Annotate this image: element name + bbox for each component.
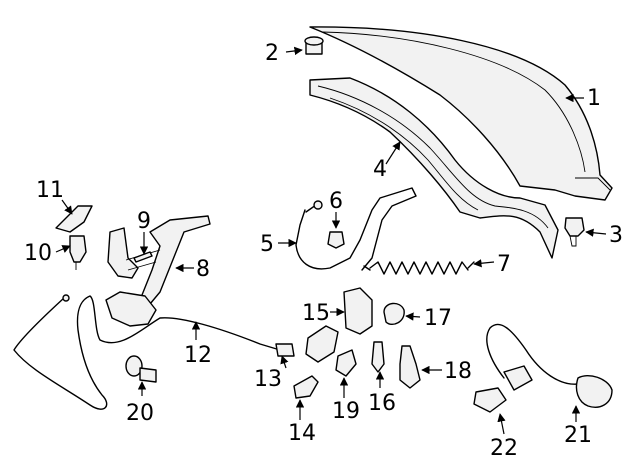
trunk-lid-panel	[309, 26, 613, 201]
lid-inner-frame	[309, 77, 559, 259]
leader-lines	[55, 46, 607, 435]
callout-18: 18	[444, 359, 472, 384]
callout-4: 4	[373, 157, 387, 182]
callout-1: 1	[587, 86, 601, 111]
callout-17: 17	[424, 306, 452, 331]
callout-15: 15	[302, 301, 330, 326]
callout-10: 10	[24, 241, 52, 266]
latch-bracket	[55, 205, 93, 270]
lift-support-assembly	[295, 187, 417, 271]
callout-3: 3	[609, 223, 623, 248]
callout-12: 12	[184, 343, 212, 368]
hinge-assembly	[105, 215, 211, 327]
callout-19: 19	[332, 399, 360, 424]
bumper-cap-part	[304, 36, 324, 55]
release-cable	[13, 294, 281, 410]
callout-22: 22	[490, 436, 518, 461]
torsion-spring	[363, 261, 475, 275]
callout-14: 14	[288, 421, 316, 446]
callout-2: 2	[265, 41, 279, 66]
callout-20: 20	[126, 401, 154, 426]
wiring-harness	[473, 323, 613, 413]
callout-9: 9	[137, 209, 151, 234]
latch-actuator	[275, 325, 339, 399]
callout-13: 13	[254, 367, 282, 392]
callout-6: 6	[329, 189, 343, 214]
callout-7: 7	[497, 252, 511, 277]
callout-21: 21	[564, 423, 592, 448]
small-parts	[335, 287, 421, 389]
callout-5: 5	[260, 232, 274, 257]
callout-labels: 1 2 3 4 5 6 7 8 9 10 11 12 13 14 15 16 1…	[24, 41, 623, 461]
clip-part	[564, 217, 585, 247]
callout-8: 8	[196, 257, 210, 282]
callout-16: 16	[368, 391, 396, 416]
callout-11: 11	[36, 178, 64, 203]
grommet-part	[125, 355, 157, 383]
